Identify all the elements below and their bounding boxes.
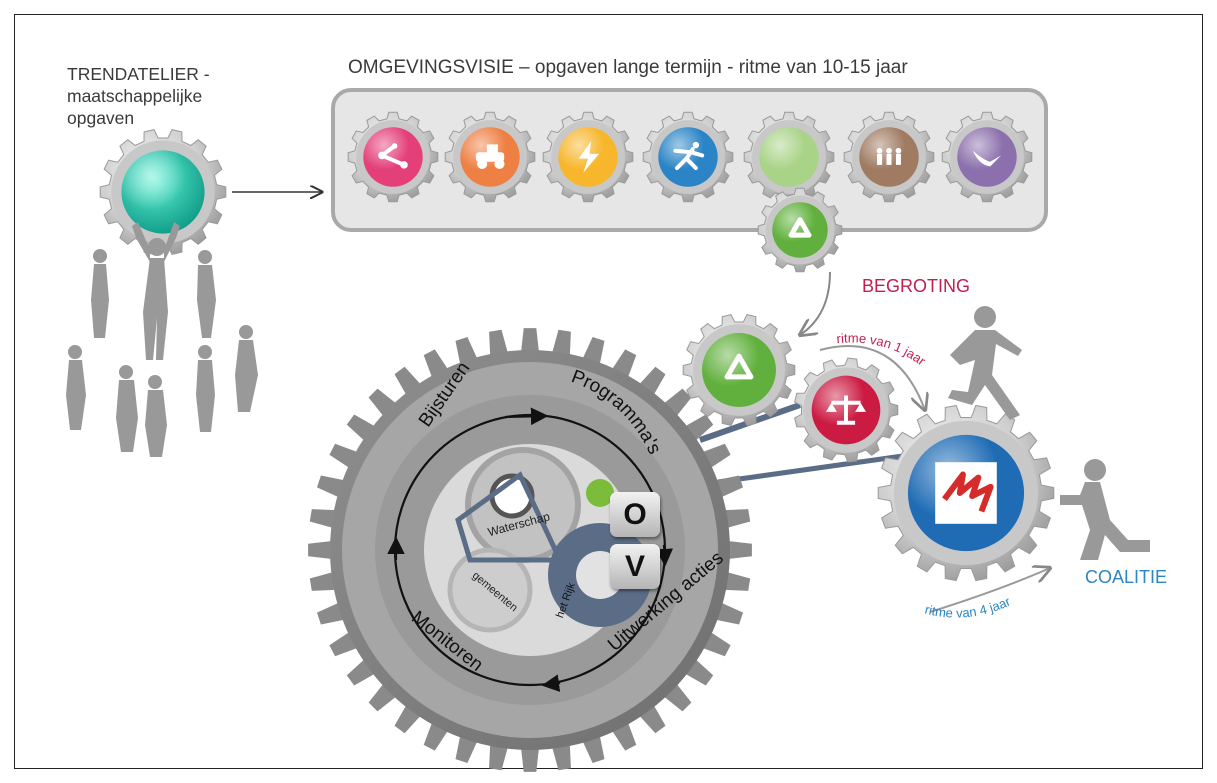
recycle-icon	[788, 217, 812, 238]
begroting-gear	[794, 357, 899, 463]
diagram-frame	[14, 14, 1203, 769]
visie-gear-running-figure-icon	[642, 111, 734, 203]
trendatelier-title: TRENDATELIER - maatschappelijke opgaven	[67, 64, 210, 128]
coalitie-rhythm-label: ritme van 4 jaar	[923, 593, 1013, 620]
visie-gear-empty-slot	[743, 111, 835, 203]
person-icon	[66, 345, 86, 430]
bird-icon	[972, 150, 1002, 167]
network-icon	[378, 143, 408, 169]
omgevingsvisie-panel	[331, 88, 1048, 273]
running-person-icon	[948, 306, 1022, 420]
province-logo-icon	[935, 462, 997, 524]
coalitie-gear	[877, 404, 1055, 582]
person-icon	[235, 325, 258, 412]
visie-dropped-gear	[757, 187, 843, 273]
lightning-icon	[578, 141, 600, 173]
people-icon	[876, 147, 902, 165]
visie-gear-people-icon	[843, 111, 935, 203]
arrow-visie-to-cycle	[800, 271, 831, 335]
omgevingsvisie-title: OMGEVINGSVISIE – opgaven lange termijn -…	[348, 57, 908, 78]
cycle-recycle-gear	[682, 314, 796, 426]
person-icon	[197, 250, 216, 338]
person-icon	[91, 249, 109, 338]
begroting-label: BEGROTING	[862, 276, 971, 296]
person-lifting-icon	[132, 222, 180, 360]
person-icon	[116, 365, 138, 452]
pushing-person-icon	[1060, 459, 1150, 560]
visie-gear-network-icon	[347, 111, 439, 203]
key-v: V	[610, 544, 660, 589]
visie-gear-bird-icon	[941, 111, 1033, 203]
coalitie-label: COALITIE	[1085, 567, 1168, 587]
person-icon	[196, 345, 215, 432]
visie-gear-tractor-icon	[444, 111, 536, 203]
scales-icon	[825, 395, 867, 425]
people-silhouettes	[66, 222, 1150, 560]
cycle-gear: Programma's Bijsturen Uitwerking acties …	[308, 328, 752, 772]
person-icon	[145, 375, 167, 457]
key-o: O	[610, 492, 660, 537]
begroting-rhythm-arc	[819, 345, 925, 410]
visie-gear-lightning-icon	[542, 111, 634, 203]
running-figure-icon	[673, 141, 705, 171]
recycle-icon	[724, 353, 754, 380]
tractor-icon	[475, 144, 505, 169]
trendatelier-gear	[99, 129, 227, 255]
coalitie-rhythm-arc	[929, 568, 1050, 613]
